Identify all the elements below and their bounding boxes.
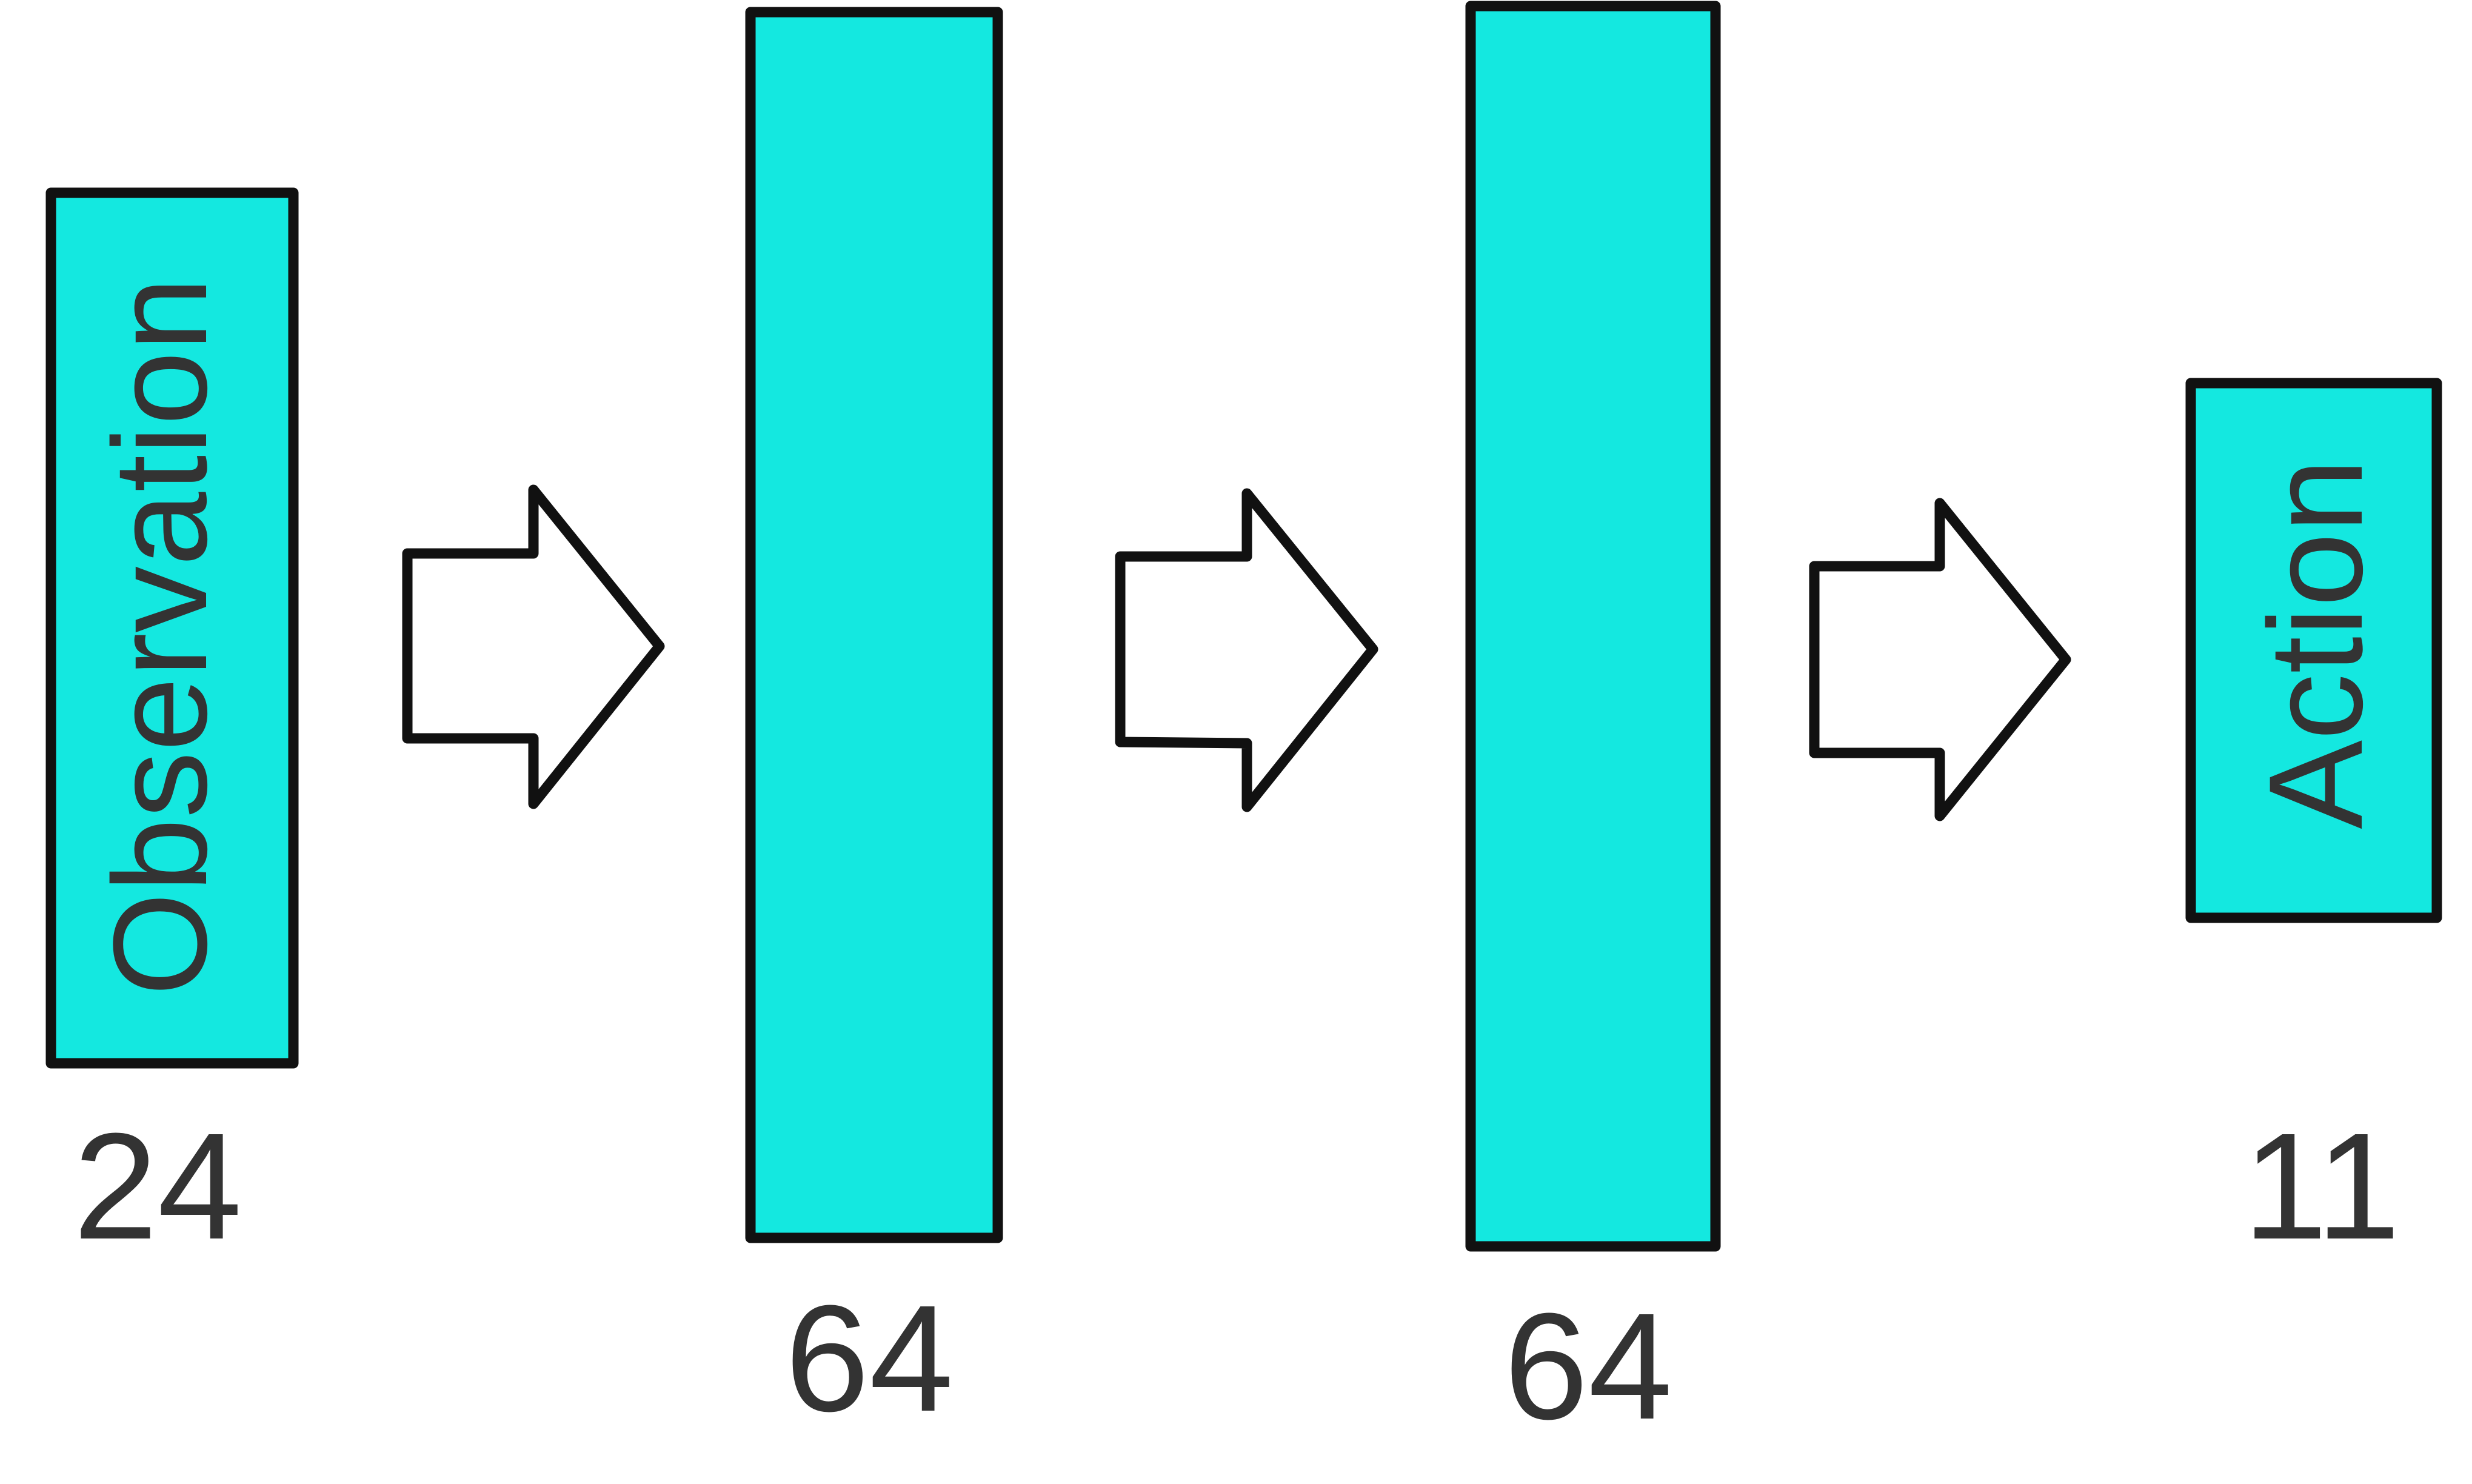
arrow-hidden-2-to-output-icon (1809, 498, 2071, 821)
hidden-layer-1-size: 64 (785, 1274, 954, 1443)
hidden-layer-2-box (1465, 1, 1721, 1252)
arrow-input-to-hidden-1-icon (402, 484, 665, 809)
output-layer-size: 11 (2243, 1101, 2400, 1271)
hidden-layer-2-size: 64 (1504, 1282, 1672, 1451)
output-layer: Action (2185, 378, 2442, 923)
input-layer-box (45, 187, 299, 1069)
output-layer-box (2185, 378, 2442, 923)
input-layer-label: Observation (85, 277, 235, 996)
arrow-hidden-1-to-hidden-2-icon (1115, 488, 1378, 812)
input-layer-size: 24 (73, 1101, 242, 1271)
hidden-layer-1-box (745, 7, 1003, 1243)
input-layer: Observation (45, 187, 299, 1069)
output-layer-label: Action (2241, 458, 2390, 829)
